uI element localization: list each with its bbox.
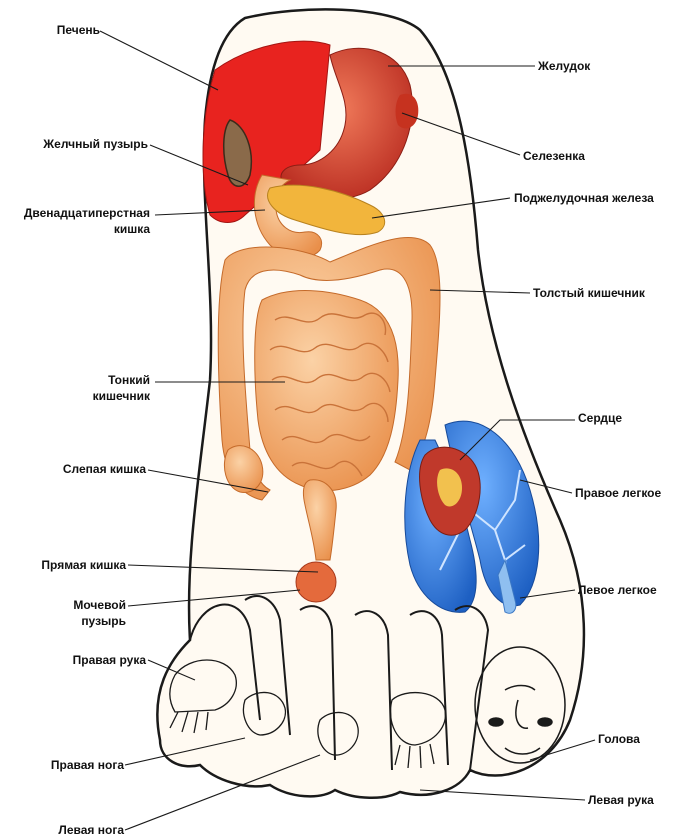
label-right-leg: Правая нога xyxy=(20,757,124,773)
label-spleen: Селезенка xyxy=(523,148,585,164)
label-pancreas: Поджелудочная железа xyxy=(514,190,654,206)
label-small-intestine-line2: кишечник xyxy=(20,388,150,404)
label-small-intestine: Тонкий кишечник xyxy=(20,372,150,404)
label-bladder-line2: пузырь xyxy=(20,613,126,629)
label-large-intestine: Толстый кишечник xyxy=(533,285,645,301)
label-duodenum-line1: Двенадцатиперстная xyxy=(20,205,150,221)
label-liver: Печень xyxy=(20,22,100,38)
label-left-leg: Левая нога xyxy=(20,822,124,838)
spleen-organ xyxy=(396,94,419,129)
label-duodenum-line2: кишка xyxy=(20,221,150,237)
label-duodenum: Двенадцатиперстная кишка xyxy=(20,205,150,237)
bladder-organ xyxy=(296,562,336,602)
label-stomach: Желудок xyxy=(538,58,590,74)
label-heart: Сердце xyxy=(578,410,622,426)
label-bladder: Мочевой пузырь xyxy=(20,597,126,629)
label-rectum: Прямая кишка xyxy=(20,557,126,573)
label-gallbladder: Желчный пузырь xyxy=(20,136,148,152)
label-small-intestine-line1: Тонкий xyxy=(20,372,150,388)
label-left-hand: Левая рука xyxy=(588,792,654,808)
small-intestine-organ xyxy=(255,291,399,491)
label-left-lung: Левое легкое xyxy=(578,582,657,598)
label-head: Голова xyxy=(598,731,640,747)
label-right-lung: Правое легкое xyxy=(575,485,661,501)
label-right-hand: Правая рука xyxy=(20,652,146,668)
label-bladder-line1: Мочевой xyxy=(20,597,126,613)
label-caecum: Слепая кишка xyxy=(20,461,146,477)
